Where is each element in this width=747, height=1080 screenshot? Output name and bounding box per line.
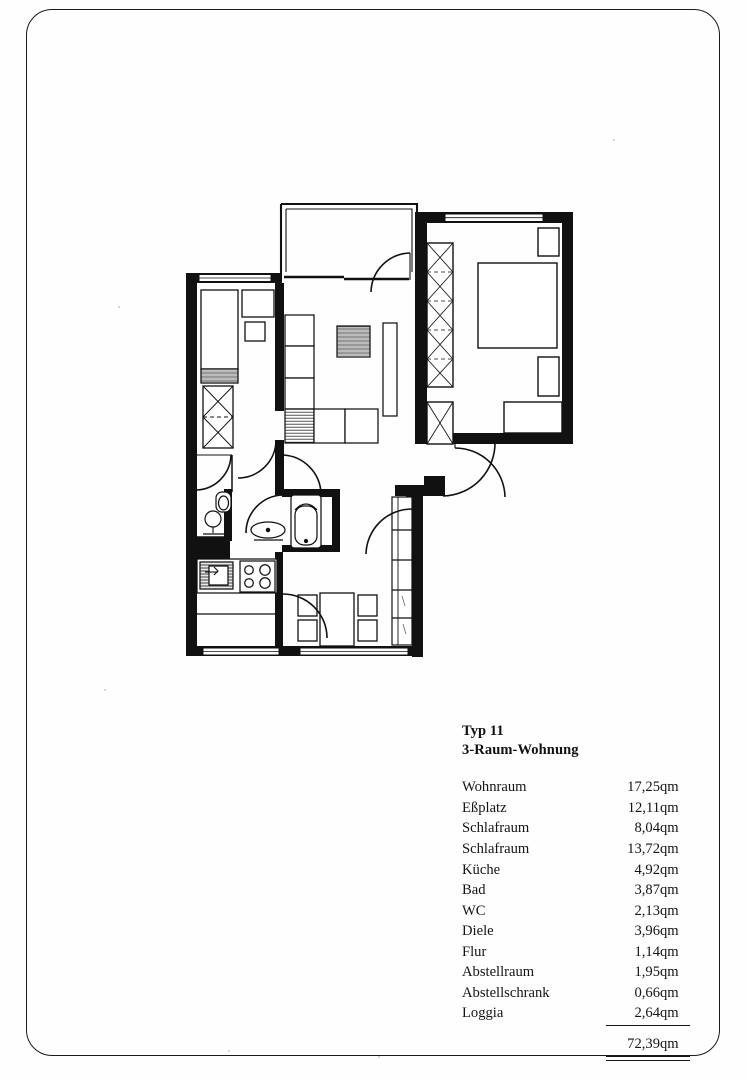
- room-name: Schlafraum: [462, 840, 530, 857]
- room-area-value: 8,04: [634, 820, 660, 837]
- kitchen-fixtures: [196, 558, 278, 615]
- total-area-value: 72,39: [605, 1035, 660, 1058]
- wc-fixtures: [203, 491, 232, 535]
- room-area-value: 2,13: [634, 902, 660, 919]
- room-area-unit: qm: [660, 964, 679, 981]
- room-name: Küche: [462, 861, 501, 878]
- door-swings: [196, 252, 506, 639]
- room-area-unit: qm: [660, 820, 679, 837]
- bath-fixtures: [250, 494, 322, 549]
- dining-set: [297, 592, 378, 647]
- total-label: [462, 1035, 606, 1056]
- sheet-type-title: Typ 11: [462, 723, 504, 739]
- room-area-value: 12,11: [627, 799, 660, 816]
- room-area-unit: qm: [660, 840, 679, 857]
- living-room-furniture: [284, 314, 398, 444]
- loggia-railing: [391, 496, 413, 646]
- room-area-value: 3,87: [634, 882, 660, 899]
- room-area-unit: qm: [660, 984, 679, 1001]
- room-area-unit: qm: [660, 861, 679, 878]
- room-name: Abstellraum: [462, 964, 535, 981]
- room-area-value: 17,25: [627, 779, 660, 796]
- loggia-texture: [401, 595, 407, 635]
- room-area-value: 4,92: [634, 861, 660, 878]
- room-area-unit: qm: [660, 923, 679, 940]
- room-name: Abstellschrank: [462, 984, 550, 1001]
- apartment-type-subtitle: 3-Raum-Wohnung: [462, 742, 579, 759]
- room-area-value: 1,95: [634, 964, 660, 981]
- bedroom-small-furniture: [200, 289, 275, 449]
- room-name: WC: [462, 902, 486, 919]
- room-name: Flur: [462, 943, 487, 960]
- room-area-unit: qm: [660, 902, 679, 919]
- windows-group: [198, 213, 544, 656]
- room-name: Diele: [462, 923, 494, 940]
- total-double-underline: [462, 1056, 690, 1061]
- wardrobe-x-hatch-large: [426, 242, 454, 445]
- room-area-unit: qm: [660, 779, 679, 796]
- room-name: Wohnraum: [462, 779, 527, 796]
- room-area-unit: qm: [660, 882, 679, 899]
- room-area-value: 0,66: [634, 984, 660, 1001]
- wohnraum-upper-bay: [279, 202, 419, 277]
- room-area-unit: qm: [660, 799, 679, 816]
- room-name: Eßplatz: [462, 799, 507, 816]
- room-area-unit: qm: [660, 1004, 690, 1027]
- wardrobe-x-hatch-small: [202, 385, 234, 449]
- room-name: Loggia: [462, 1005, 504, 1022]
- table-spacer: [462, 1026, 690, 1036]
- door-leaves: [197, 440, 277, 478]
- room-area-unit: qm: [660, 943, 679, 960]
- room-name: Bad: [462, 882, 486, 899]
- room-area-value: 13,72: [627, 840, 660, 857]
- room-area-value: 2,64: [605, 1004, 660, 1027]
- room-area-value: 1,14: [634, 943, 660, 960]
- interior-thin-walls: [197, 455, 283, 559]
- room-name: Schlafraum: [462, 820, 530, 837]
- plan-root: [186, 202, 573, 657]
- total-area-unit: qm: [660, 1035, 690, 1058]
- legend-heading: Typ 11 3-Raum-Wohnung: [462, 722, 702, 760]
- bedroom-large-furniture: [426, 227, 563, 445]
- room-area-value: 3,96: [634, 923, 660, 940]
